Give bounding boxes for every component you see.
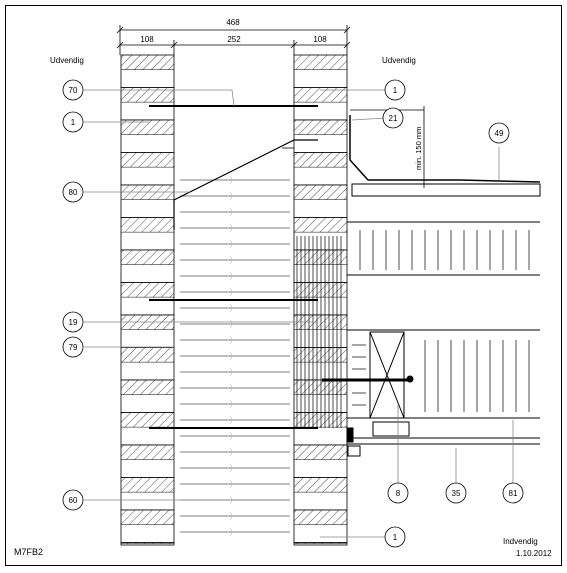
dimension-lines xyxy=(116,25,351,55)
leader-lines xyxy=(84,89,514,538)
callout-35: 35 xyxy=(445,482,467,504)
callout-number: 1 xyxy=(393,533,398,542)
roof-deck xyxy=(347,106,541,419)
dimension-left-leaf: 108 xyxy=(140,35,154,44)
callout-number: 60 xyxy=(69,496,78,505)
callout-number: 19 xyxy=(69,318,78,327)
callout-number: 80 xyxy=(69,188,78,197)
callout-70: 70 xyxy=(62,79,84,101)
callout-79: 79 xyxy=(62,336,84,358)
callout-1: 1 xyxy=(384,79,406,101)
callout-number: 79 xyxy=(69,343,78,352)
callout-number: 49 xyxy=(495,129,504,138)
cavity-insulation xyxy=(180,175,290,537)
callout-19: 19 xyxy=(62,311,84,333)
callout-49: 49 xyxy=(488,122,510,144)
min-height-annotation: min. 150 mm xyxy=(414,127,423,170)
callout-number: 1 xyxy=(71,118,76,127)
ceiling-layers xyxy=(346,421,540,457)
callout-number: 1 xyxy=(393,86,398,95)
dimension-right-leaf: 108 xyxy=(313,35,327,44)
deck-insulation xyxy=(352,230,530,412)
label-inside: Indvendig xyxy=(503,537,538,546)
label-outside-left: Udvendig xyxy=(50,56,84,65)
callout-80: 80 xyxy=(62,181,84,203)
drawing-frame xyxy=(5,5,562,566)
wall-ties xyxy=(149,105,318,429)
callout-1: 1 xyxy=(384,526,406,548)
callout-number: 70 xyxy=(69,86,78,95)
callout-81: 81 xyxy=(502,482,524,504)
callout-60: 60 xyxy=(62,489,84,511)
callout-number: 81 xyxy=(509,489,518,498)
callout-number: 35 xyxy=(452,489,461,498)
callout-1: 1 xyxy=(62,111,84,133)
drawing-code: M7FB2 xyxy=(14,547,43,557)
callout-markers: 70 1 80 19 79 60 1 21 49 8 35 81 1 xyxy=(62,79,524,548)
callout-8: 8 xyxy=(387,482,409,504)
inner-wall-studs xyxy=(296,236,342,428)
dimension-overall: 468 xyxy=(226,18,240,27)
callout-number: 21 xyxy=(389,114,398,123)
label-outside-right: Udvendig xyxy=(382,56,416,65)
callout-number: 8 xyxy=(396,489,401,498)
drawing-date: 1.10.2012 xyxy=(516,549,552,558)
left-masonry-leaf xyxy=(120,54,175,546)
callout-21: 21 xyxy=(382,107,404,129)
cavity-tray xyxy=(173,139,318,230)
right-masonry-leaf xyxy=(293,54,348,546)
dimension-cavity: 252 xyxy=(227,35,241,44)
wall-plate-beam xyxy=(322,331,414,419)
